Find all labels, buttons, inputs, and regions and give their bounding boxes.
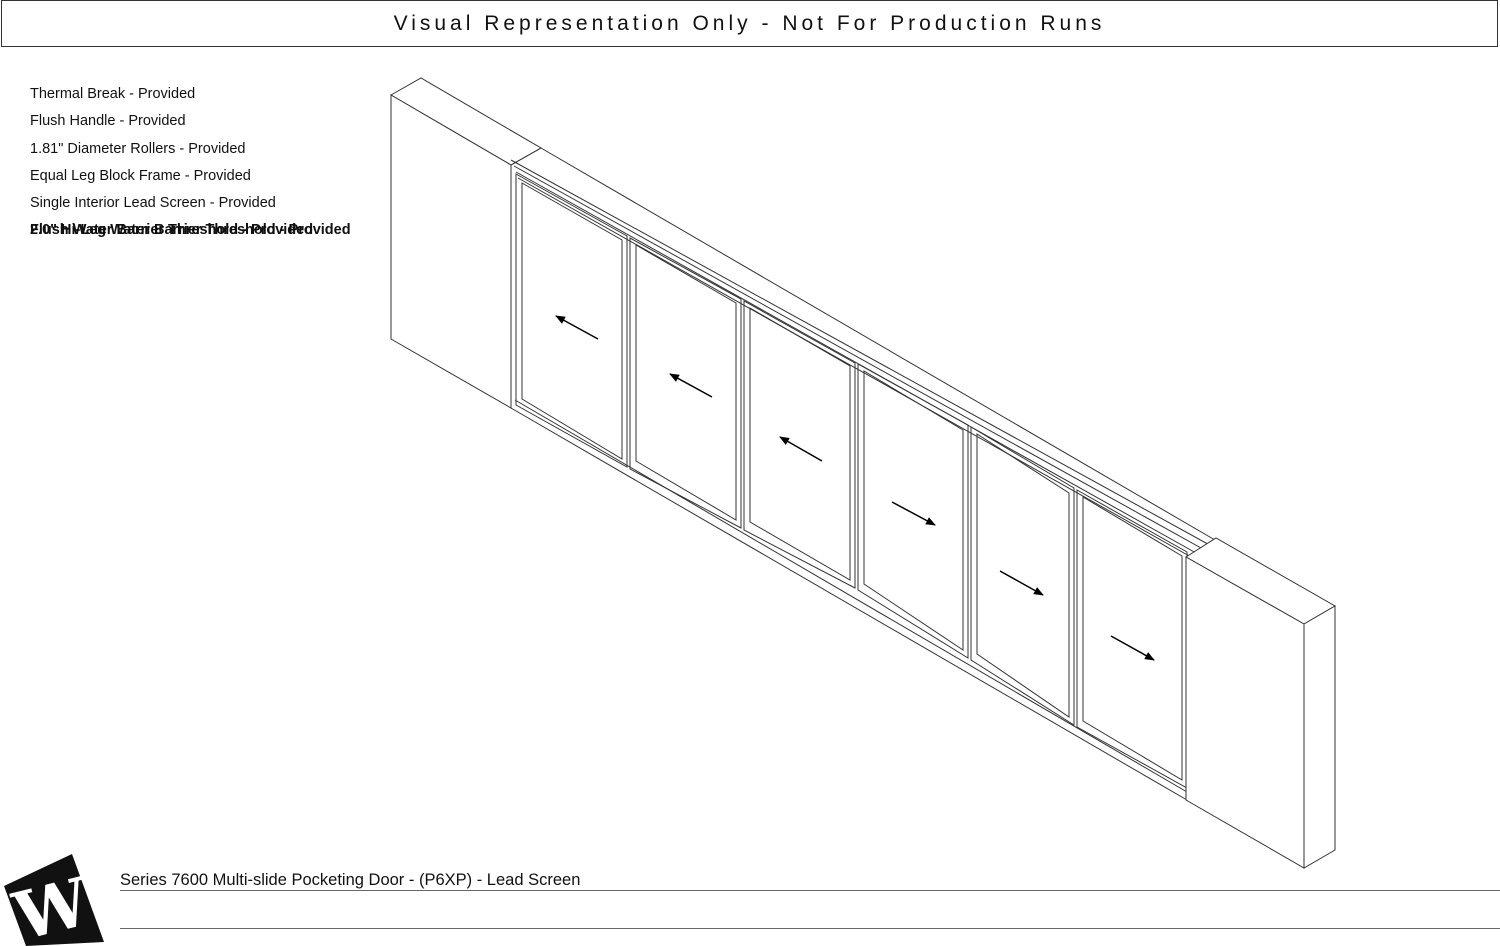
panel-5 (970, 426, 1075, 726)
panel-2 (629, 237, 742, 529)
feature-overlap-a: 2.0" Hi-Leg Water Barrier Threshold - Pr… (30, 222, 351, 239)
feature-overlap-b: Flush Water Barrier Threshold - Provided (30, 222, 314, 239)
panel-4 (857, 363, 969, 659)
head-track (510, 147, 1216, 563)
right-pocket-wall (1185, 537, 1337, 869)
feature-item: 1.81" Diameter Rollers - Provided (30, 140, 246, 157)
feature-item: Equal Leg Block Frame - Provided (30, 167, 251, 184)
arrow-right-icon (1110, 635, 1155, 661)
arrow-left-icon (555, 315, 599, 340)
title-rule-top (120, 890, 1500, 891)
feature-item: Thermal Break - Provided (30, 86, 196, 102)
feature-item: Flush Handle - Provided (30, 113, 186, 130)
feature-item: Single Interior Lead Screen - Provided (30, 195, 276, 212)
left-pocket-wall (389, 77, 543, 409)
panel-1 (515, 173, 628, 468)
panel-6 (1076, 489, 1188, 789)
arrow-left-icon (779, 436, 823, 462)
sill (510, 399, 1188, 801)
panel-3 (743, 300, 856, 589)
disclaimer-text: Visual Representation Only - Not For Pro… (393, 11, 1106, 35)
feature-list: Thermal Break - Provided Flush Handle - … (30, 84, 351, 248)
company-logo-icon: W (4, 854, 104, 946)
overlapping-feature-item: 2.0" Hi-Leg Water Barrier Threshold - Pr… (30, 220, 351, 247)
arrow-right-icon (891, 501, 936, 526)
drawing-title: Series 7600 Multi-slide Pocketing Door -… (120, 871, 581, 889)
disclaimer-banner: Visual Representation Only - Not For Pro… (1, 0, 1498, 47)
title-rule-bottom (120, 928, 1500, 929)
logo-letter: W (5, 862, 98, 946)
arrow-left-icon (669, 373, 713, 398)
arrow-right-icon (999, 570, 1044, 596)
